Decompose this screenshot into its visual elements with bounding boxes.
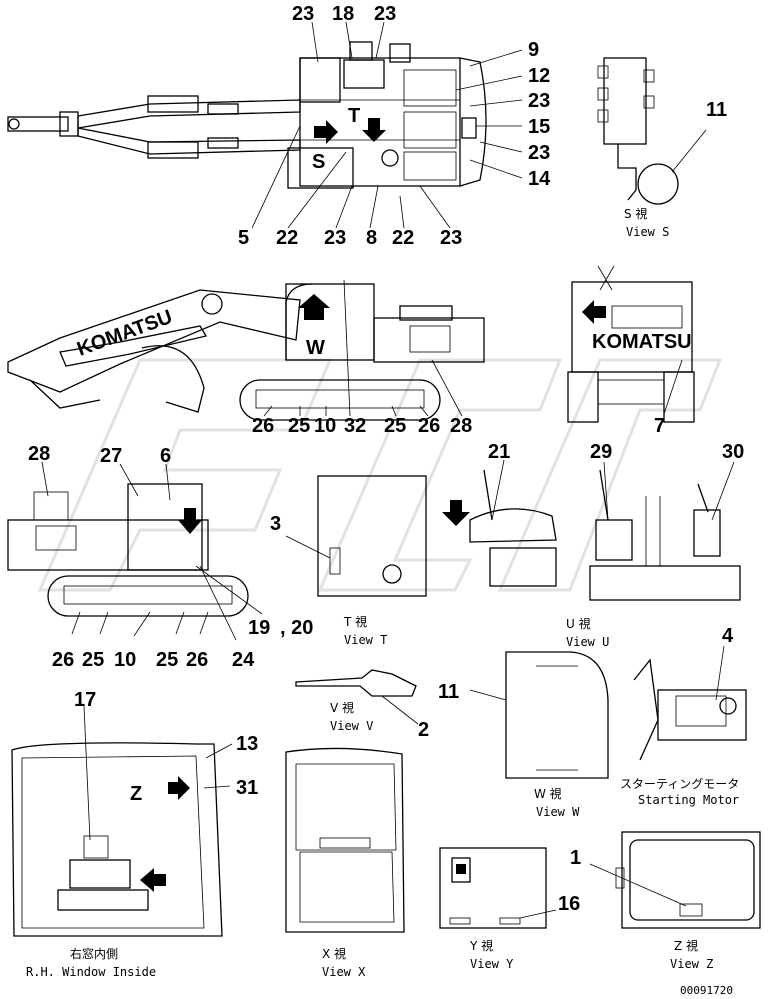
callout-26: 26 [418, 415, 440, 437]
view-v-label-jp: V 視 [330, 700, 354, 715]
callout-7: 7 [654, 415, 665, 437]
callout-32: 32 [344, 415, 366, 437]
callout-17: 17 [74, 689, 96, 711]
rear-view-machine [567, 265, 695, 423]
callout-3: 3 [270, 513, 281, 535]
callout-12: 12 [528, 65, 550, 87]
callout-15: 15 [528, 116, 550, 138]
callout-23: 23 [528, 90, 550, 112]
callout-2: 2 [418, 719, 429, 741]
callout-26: 26 [52, 649, 74, 671]
callout-28: 28 [450, 415, 472, 437]
callout-25: 25 [156, 649, 178, 671]
side-view-leaders [263, 279, 463, 417]
starting-motor-label-en: Starting Motor [638, 793, 739, 807]
callout-26: 26 [252, 415, 274, 437]
starting-motor-drawing [633, 645, 747, 761]
view-letter-s: S [312, 151, 325, 173]
side-view-callouts: 26 25 10 32 25 26 28 [252, 415, 472, 437]
view-w-label-en: View W [536, 805, 580, 819]
view-w-label-jp: W 視 [534, 786, 562, 801]
callout-18: 18 [332, 3, 354, 25]
callout-23: 23 [374, 3, 396, 25]
callout-28: 28 [28, 443, 50, 465]
callout-1: 1 [570, 847, 581, 869]
callout-23: 23 [528, 142, 550, 164]
rh-window-inside-drawing [11, 705, 233, 937]
callout-11: 11 [438, 681, 459, 703]
view-letter-w: W [306, 337, 325, 359]
view-u-callouts: 21 29 30 [488, 441, 744, 463]
callout-25: 25 [384, 415, 406, 437]
callout-30: 30 [722, 441, 744, 463]
view-x-drawing [285, 747, 405, 933]
view-y-label-jp: Y 視 [469, 938, 493, 953]
view-y-drawing [439, 847, 557, 929]
top-view-letters: T S [312, 105, 360, 173]
side-view-text: KOMATSU W [74, 306, 325, 361]
view-v-drawing [295, 669, 419, 725]
view-t-label-jp: T 視 [343, 614, 367, 629]
view-t-drawing [285, 475, 427, 597]
view-u-drawing [442, 459, 741, 601]
left-side-view-machine [7, 483, 249, 617]
callout-23: 23 [440, 227, 462, 249]
rear-logo: KOMATSU [592, 331, 692, 353]
top-view-machine [7, 41, 487, 189]
view-letter-z: Z [130, 783, 142, 805]
left-side-callouts: 28 27 6 19 , 20 26 25 10 25 26 24 [28, 443, 313, 671]
callout-19: 19 [248, 617, 270, 639]
view-t-label-en: View T [344, 633, 387, 647]
callout-27: 27 [100, 445, 122, 467]
callout-26: 26 [186, 649, 208, 671]
callout-22: 22 [276, 227, 298, 249]
view-s-drawing [597, 57, 707, 205]
callout-4: 4 [722, 625, 734, 647]
callout-23: 23 [292, 3, 314, 25]
rh-window-label-en: R.H. Window Inside [26, 965, 156, 979]
view-y-label-en: View Y [470, 957, 514, 971]
callout-9: 9 [528, 39, 539, 61]
left-side-leaders [41, 461, 263, 641]
callout-31: 31 [236, 777, 258, 799]
top-view-callouts: 23 18 23 9 12 23 15 23 14 5 22 23 8 22 2… [238, 3, 551, 249]
starting-motor-label-jp: スターティングモータ [620, 777, 739, 791]
view-u-label-jp: U 視 [566, 616, 591, 631]
callout-10: 10 [314, 415, 336, 437]
view-u-label-en: View U [566, 635, 609, 649]
top-view-leaders [251, 21, 523, 229]
callout-13: 13 [236, 733, 258, 755]
callout-24: 24 [232, 649, 255, 671]
callout-21: 21 [488, 441, 510, 463]
side-view-machine [7, 283, 485, 421]
view-z-label-en: View Z [670, 957, 713, 971]
watermark [37, 358, 723, 592]
view-v-label-en: View V [330, 719, 373, 733]
view-z-drawing [589, 831, 761, 929]
view-s-label-en: View S [626, 225, 669, 239]
view-x-label-jp: X 視 [322, 946, 346, 961]
callout-6: 6 [160, 445, 171, 467]
callout-25: 25 [288, 415, 310, 437]
callout-29: 29 [590, 441, 612, 463]
view-x-label-en: View X [322, 965, 366, 979]
callout-20: , 20 [280, 617, 313, 639]
callout-25: 25 [82, 649, 104, 671]
callout-14: 14 [528, 168, 551, 190]
view-s-label-jp: S 視 [624, 206, 647, 221]
callout-22: 22 [392, 227, 414, 249]
callout-10: 10 [114, 649, 136, 671]
view-z-label-jp: Z 視 [674, 938, 698, 953]
rh-window-label-jp: 右窓内側 [70, 946, 118, 961]
view-letter-t: T [348, 105, 360, 127]
callout-8: 8 [366, 227, 377, 249]
callout-23: 23 [324, 227, 346, 249]
document-number: 00091720 [680, 984, 733, 997]
callout-16: 16 [558, 893, 580, 915]
callout-5: 5 [238, 227, 249, 249]
view-w-drawing [469, 651, 609, 779]
callout-11: 11 [706, 99, 727, 121]
